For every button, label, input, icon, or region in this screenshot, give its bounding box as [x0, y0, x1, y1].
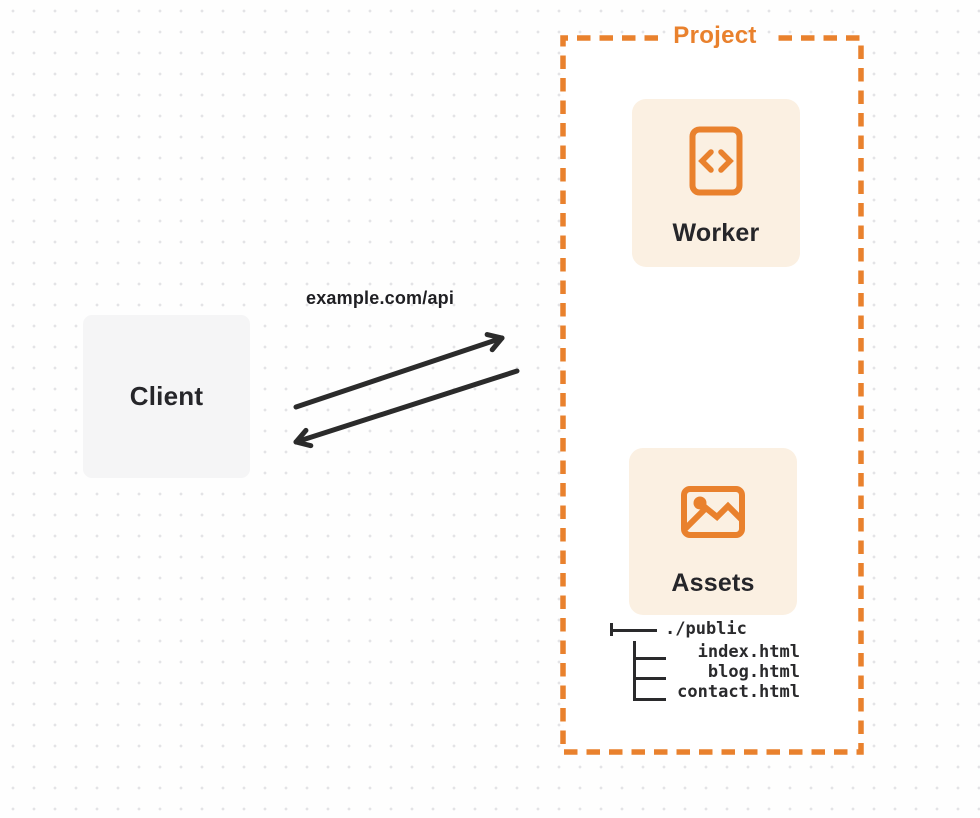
tree-file: index.html [697, 642, 800, 662]
tree-branch-line [633, 677, 666, 680]
tree-branch-line [633, 698, 666, 701]
request-url-label: example.com/api [306, 288, 455, 308]
code-file-icon [689, 126, 743, 196]
assets-node: Assets [629, 448, 797, 615]
project-title: Project [673, 22, 757, 49]
tree-file: contact.html [677, 682, 800, 702]
tree-branch-line [610, 629, 657, 632]
worker-label: Worker [672, 219, 760, 247]
tree-trunk-line [633, 641, 636, 701]
client-node: Client [83, 315, 250, 478]
assets-label: Assets [671, 569, 755, 597]
tree-root-folder: ./public [665, 619, 747, 639]
worker-node: Worker [632, 99, 800, 267]
client-label: Client [129, 381, 204, 411]
response-arrow [293, 368, 520, 449]
image-icon [681, 486, 745, 538]
file-tree: ./public index.html blog.html contact.ht… [606, 618, 816, 713]
tree-file: blog.html [707, 662, 800, 682]
tree-branch-line [633, 657, 666, 660]
request-arrow [293, 332, 505, 410]
